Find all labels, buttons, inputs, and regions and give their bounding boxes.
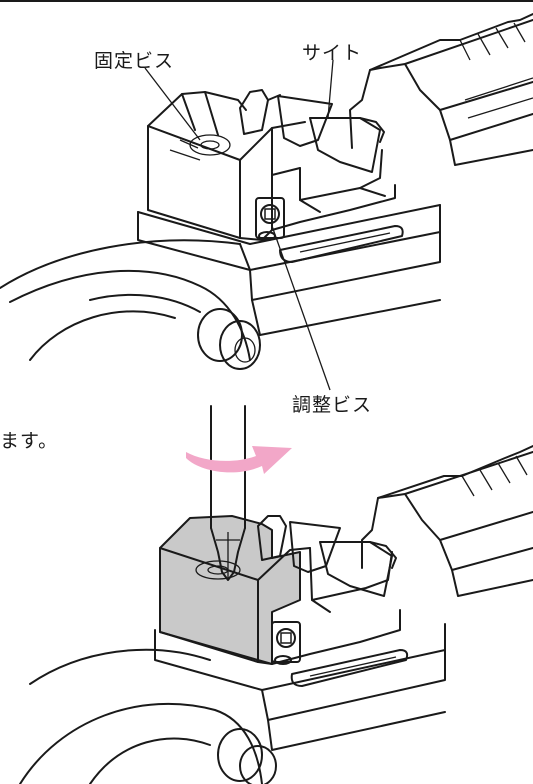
highlight-block xyxy=(159,515,301,665)
top-sight-assembly xyxy=(0,13,533,391)
leader-adjust-screw xyxy=(271,225,331,391)
label-adjust-screw: 調整ビス xyxy=(292,394,373,416)
label-fixing-screw: 固定ビス xyxy=(94,50,175,72)
label-sight: サイト xyxy=(302,42,363,64)
leader-sight xyxy=(327,59,334,119)
cut-off-text: ます。 xyxy=(0,430,59,452)
rotate-arrow-icon xyxy=(186,446,292,474)
bottom-sight-assembly xyxy=(19,445,533,784)
leader-fixing-screw xyxy=(144,67,201,141)
